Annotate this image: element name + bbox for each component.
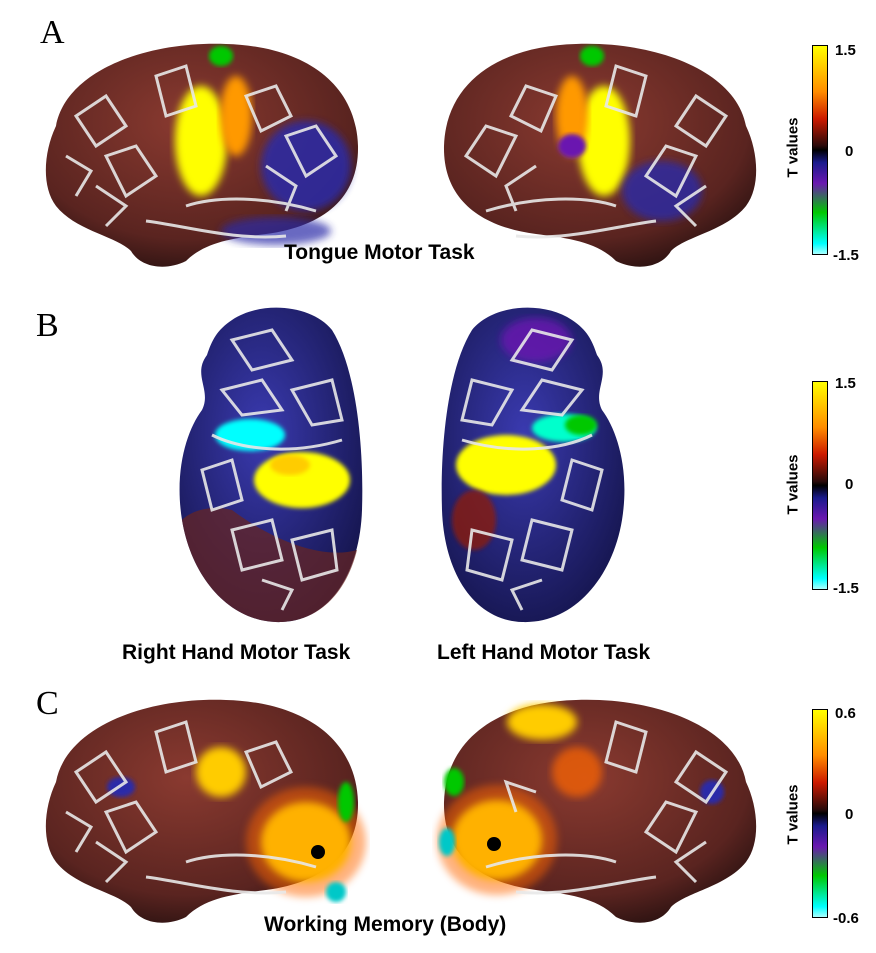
colorbar-a-mid: 0 [845, 143, 854, 160]
panel-b-letter: B [36, 307, 59, 344]
colorbar-a-label: T values [784, 117, 802, 178]
brain-c-right-hemisphere [437, 699, 757, 923]
panel-c-caption: Working Memory (Body) [264, 913, 507, 936]
brain-b-left-hemisphere-dorsal [179, 307, 363, 623]
brain-b-right-hemisphere-dorsal [441, 307, 625, 623]
brain-a-right-hemisphere [443, 43, 757, 267]
colorbar-b [812, 381, 828, 590]
panel-b-caption-left-hand: Left Hand Motor Task [437, 641, 651, 664]
panel-b-caption-right-hand: Right Hand Motor Task [122, 641, 351, 664]
colorbar-c [812, 709, 828, 918]
panel-a-caption: Tongue Motor Task [284, 241, 475, 264]
colorbar-b-mid: 0 [845, 476, 854, 493]
colorbar-c-min: -0.6 [833, 910, 859, 927]
panel-c-letter: C [36, 685, 59, 722]
brain-c-left-hemisphere [45, 699, 366, 923]
colorbar-a [812, 45, 828, 255]
colorbar-c-label: T values [784, 784, 802, 845]
colorbar-b-max: 1.5 [835, 375, 856, 392]
colorbar-b-label: T values [784, 454, 802, 515]
colorbar-a-min: -1.5 [833, 247, 859, 264]
colorbar-c-max: 0.6 [835, 705, 856, 722]
colorbar-b-min: -1.5 [833, 580, 859, 597]
brain-a-left-hemisphere [45, 43, 359, 267]
colorbar-c-mid: 0 [845, 806, 854, 823]
panel-a-letter: A [40, 14, 65, 51]
colorbar-a-max: 1.5 [835, 42, 856, 59]
